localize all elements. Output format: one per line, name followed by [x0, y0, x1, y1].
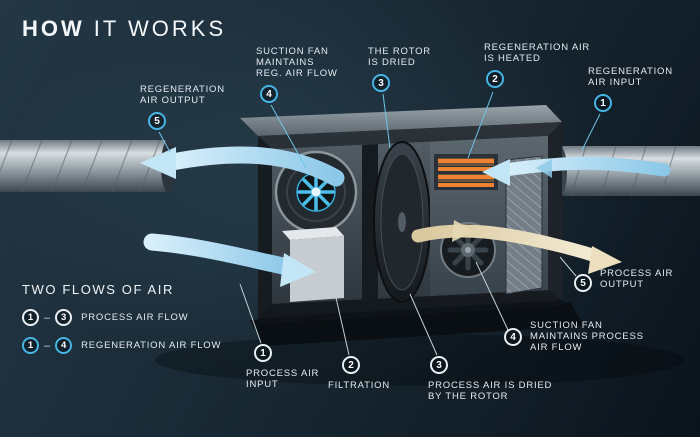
machine-cabinet: [240, 105, 562, 324]
callout-process-fan: 4 SUCTION FAN MAINTAINS PROCESS AIR FLOW: [504, 320, 644, 353]
callout-label: THE ROTOR IS DRIED: [368, 46, 431, 68]
leader-rotor-dried: [382, 93, 391, 149]
leader-process-dried: [409, 293, 438, 356]
callout-number-badge: 2: [486, 70, 504, 88]
leader-regen-output: [158, 131, 171, 153]
leader-regen-heated: [467, 91, 494, 159]
callout-label: REGENERATION AIR OUTPUT: [140, 84, 225, 106]
callout-number-badge: 4: [504, 328, 522, 346]
callout-label: SUCTION FAN MAINTAINS REG. AIR FLOW: [256, 46, 338, 79]
callout-regen-input: REGENERATION AIR INPUT 1: [588, 66, 673, 112]
page-title-secondary: IT WORKS: [93, 16, 227, 41]
callout-number-badge: 3: [430, 356, 448, 374]
legend-range-end-badge: 3: [55, 309, 73, 326]
callout-number-badge: 5: [574, 274, 592, 292]
leader-process-input: [239, 283, 262, 344]
legend-range-dash: –: [44, 311, 51, 324]
filter-housing-box: [282, 227, 344, 302]
legend-row-label: PROCESS AIR FLOW: [81, 312, 189, 323]
legend-range-dash: –: [44, 339, 51, 352]
callout-label: PROCESS AIR IS DRIED BY THE ROTOR: [428, 380, 553, 402]
legend: TWO FLOWS OF AIR 1 – 3 PROCESS AIR FLOW …: [22, 282, 221, 365]
legend-row-label: REGENERATION AIR FLOW: [81, 340, 222, 351]
rotor-wheel: [373, 141, 431, 303]
leader-lines: [158, 91, 601, 356]
legend-range-start-badge: 1: [22, 309, 39, 326]
page-title-primary: HOW: [22, 16, 85, 41]
callout-rotor-dried: THE ROTOR IS DRIED 3: [368, 46, 431, 92]
callout-label: FILTRATION: [328, 380, 391, 391]
cabinet-lid: [240, 105, 562, 136]
leader-filtration: [331, 279, 350, 356]
cabinet-right-edge: [548, 122, 562, 300]
legend-row-process: 1 – 3 PROCESS AIR FLOW: [22, 309, 221, 326]
leader-regen-input: [581, 113, 601, 151]
flow-regen-input: [482, 156, 671, 186]
legend-range-start-badge: 1: [22, 337, 39, 354]
callout-label: PROCESS AIR INPUT: [246, 368, 320, 390]
callout-filtration: 2 FILTRATION: [328, 356, 390, 391]
flow-regen-output: [140, 146, 345, 187]
legend-range-end-badge: 4: [55, 337, 73, 354]
divider-wall: [362, 144, 378, 303]
cabinet-bottom-lip: [258, 300, 562, 324]
cabinet-left-edge: [258, 136, 272, 318]
callout-regen-heated: REGENERATION AIR IS HEATED 2: [484, 42, 590, 88]
callout-label: REGENERATION AIR IS HEATED: [484, 42, 591, 64]
callout-regen-fan: SUCTION FAN MAINTAINS REG. AIR FLOW 4: [256, 46, 338, 103]
callout-process-dried: 3 PROCESS AIR IS DRIED BY THE ROTOR: [428, 356, 552, 402]
callout-label: REGENERATION AIR INPUT: [588, 66, 673, 88]
callout-regen-output: REGENERATION AIR OUTPUT 5: [140, 84, 225, 130]
callout-number-badge: 2: [342, 356, 360, 374]
leader-process-output: [559, 256, 577, 277]
leader-regen-fan: [270, 104, 307, 169]
page-title: HOW IT WORKS: [22, 16, 226, 42]
callout-number-badge: 3: [372, 74, 390, 92]
callout-label: SUCTION FAN MAINTAINS PROCESS AIR FLOW: [530, 320, 644, 353]
callout-number-badge: 5: [148, 112, 166, 130]
floor-shadow: [155, 334, 685, 386]
callout-process-input: 1 PROCESS AIR INPUT: [246, 344, 319, 390]
legend-title: TWO FLOWS OF AIR: [22, 282, 174, 297]
callout-process-output: 5 PROCESS AIR OUTPUT: [574, 268, 673, 292]
callout-number-badge: 1: [594, 94, 612, 112]
callout-label: PROCESS AIR OUTPUT: [600, 268, 674, 290]
leader-process-fan: [475, 261, 509, 331]
legend-row-regeneration: 1 – 4 REGENERATION AIR FLOW: [22, 337, 221, 354]
outlet-filter-mesh: [505, 155, 543, 295]
flow-process-output: [411, 220, 622, 274]
callout-number-badge: 1: [254, 344, 272, 362]
flow-process-input: [143, 233, 316, 287]
callout-number-badge: 4: [260, 85, 278, 103]
